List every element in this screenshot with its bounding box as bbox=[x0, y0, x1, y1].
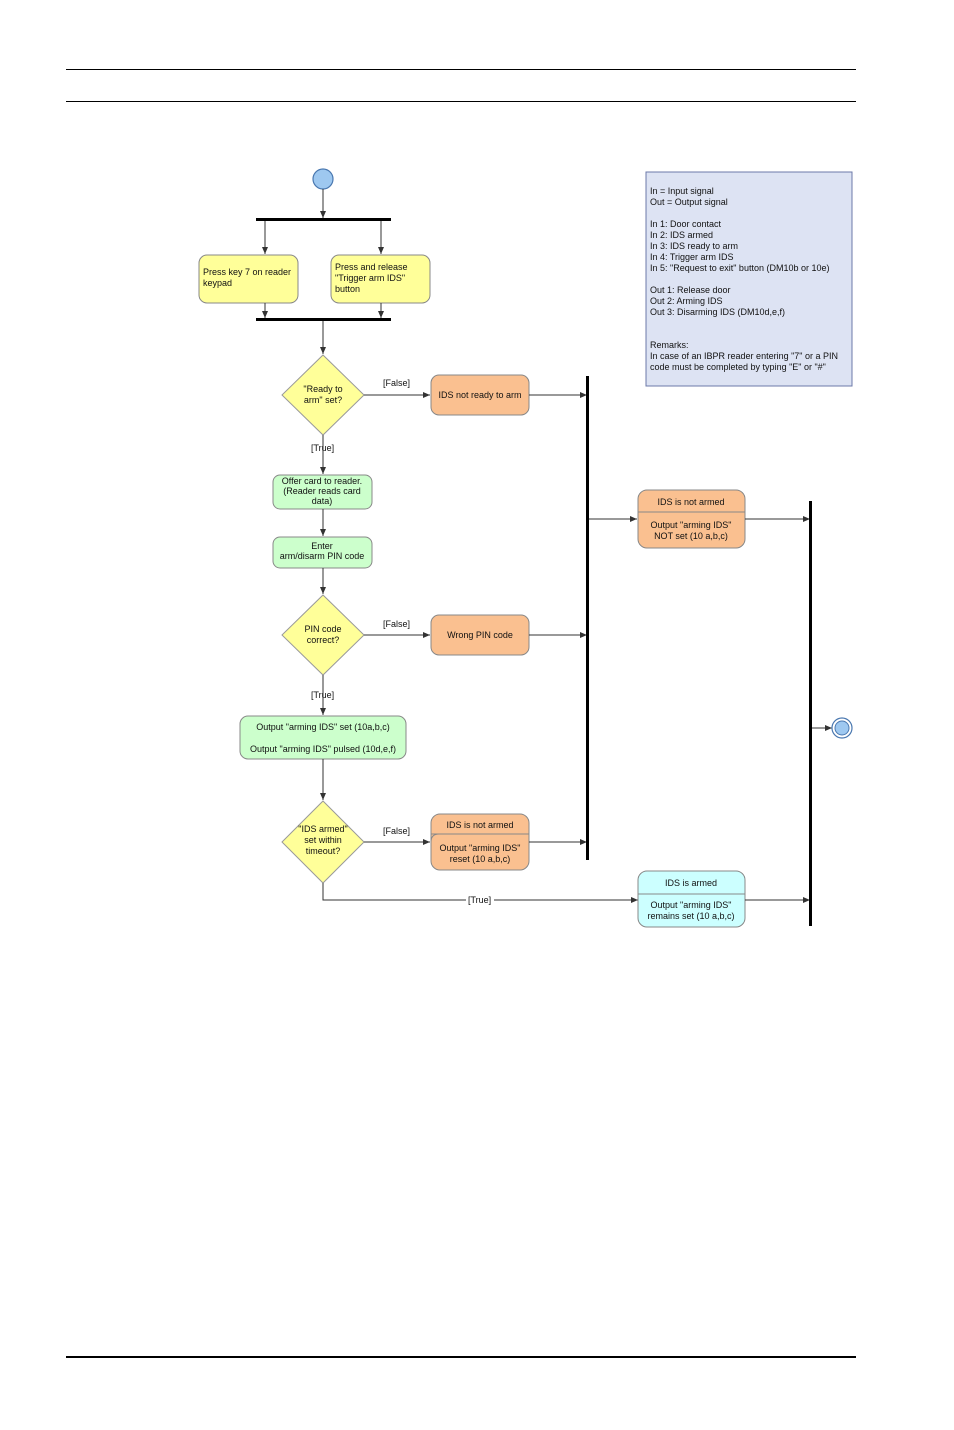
end-node-inner bbox=[834, 720, 850, 736]
header-rule-top bbox=[66, 69, 856, 70]
label-true-1: [True] bbox=[311, 443, 334, 453]
node-ids-armed-body: Output "arming IDS"remains set (10 a,b,c… bbox=[647, 900, 734, 921]
node-output-set-text: Output "arming IDS" set (10a,b,c)Output … bbox=[250, 722, 396, 754]
label-true-2: [True] bbox=[311, 690, 334, 700]
node-not-armed-2-title: IDS is not armed bbox=[657, 497, 724, 507]
node-not-armed-2-body: Output "arming IDS"NOT set (10 a,b,c) bbox=[651, 520, 732, 541]
node-not-armed-1-body: Output "arming IDS"reset (10 a,b,c) bbox=[440, 843, 521, 864]
edge-armed-true bbox=[322, 883, 638, 903]
node-wrong-pin-text: Wrong PIN code bbox=[447, 630, 513, 640]
label-true-3: [True] bbox=[468, 895, 491, 905]
node-not-ready-text: IDS not ready to arm bbox=[438, 390, 521, 400]
join-bar-vertical-2 bbox=[809, 501, 812, 926]
label-false-1: [False] bbox=[383, 378, 410, 388]
start-node bbox=[312, 168, 334, 190]
label-false-2: [False] bbox=[383, 619, 410, 629]
node-ids-armed-title: IDS is armed bbox=[665, 878, 717, 888]
node-not-armed-1-title: IDS is not armed bbox=[446, 820, 513, 830]
node-ids-armed bbox=[637, 870, 746, 928]
header-rule-bottom bbox=[66, 101, 856, 102]
fork-bar bbox=[256, 218, 391, 221]
node-press-key7 bbox=[198, 254, 299, 304]
footer-rule bbox=[66, 1356, 856, 1358]
join-bar-vertical-1 bbox=[586, 376, 589, 860]
join-bar bbox=[256, 318, 391, 321]
label-false-3: [False] bbox=[383, 826, 410, 836]
label-true-3-bg bbox=[466, 894, 494, 905]
node-press-trigger-text: Press and release"Trigger arm IDS"button bbox=[335, 262, 408, 294]
